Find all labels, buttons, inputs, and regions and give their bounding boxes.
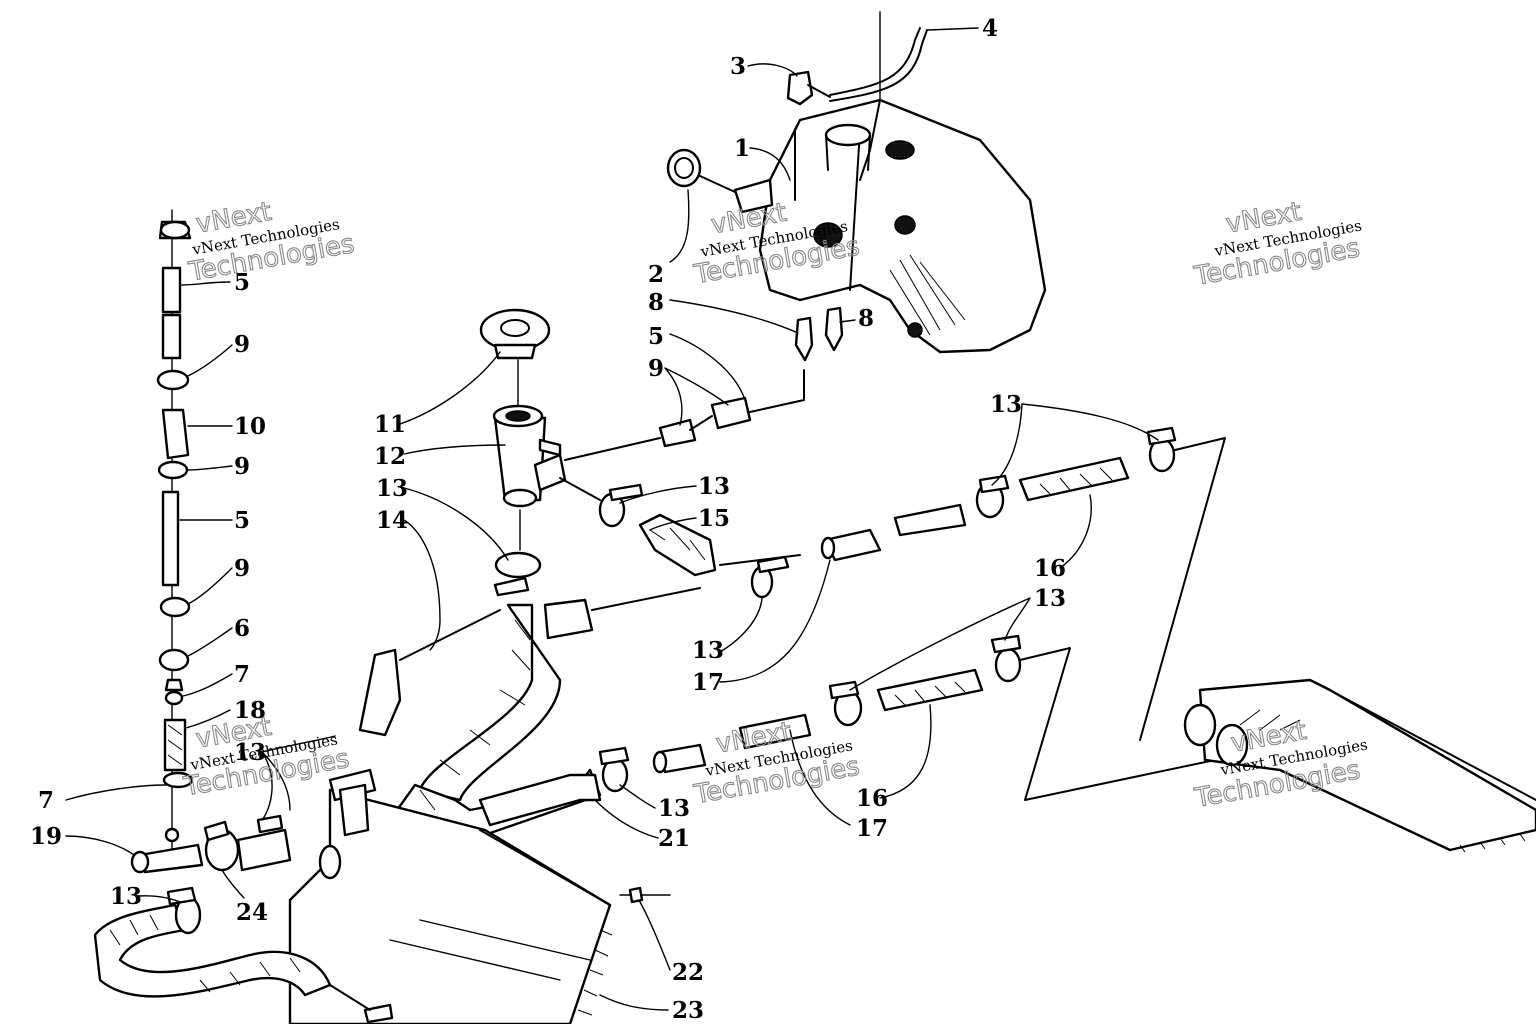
callout-label: 12 (374, 443, 406, 470)
callout-label: 11 (374, 411, 406, 438)
callout-label: 17 (692, 669, 724, 696)
callout-label: 9 (648, 355, 664, 382)
radiator-cap (479, 308, 551, 360)
callout-label: 22 (672, 959, 704, 986)
radiator-hose-14 (358, 587, 701, 842)
callout-label: 5 (234, 269, 250, 296)
clamp-13-tee (493, 551, 542, 597)
bottle-cap (666, 148, 774, 214)
callout-label: 9 (234, 555, 250, 582)
callout-labels: 4 3 1 2 8 8 5 9 11 12 13 14 13 15 13 17 … (30, 15, 1066, 1024)
callout-label: 15 (698, 505, 730, 532)
callout-label: 8 (648, 289, 664, 316)
callout-label: 7 (234, 661, 250, 688)
vent-hose (786, 11, 928, 106)
callout-label: 3 (730, 53, 746, 80)
watermark-bottom-center: vNext vNext Technologies Technologies (691, 716, 863, 811)
upper-hose-run (559, 426, 1226, 741)
watermark-top-left: vNext vNext Technologies Technologies (185, 196, 357, 288)
radiator (288, 768, 671, 1024)
callout-label: 13 (110, 883, 142, 910)
callout-label: 13 (692, 637, 724, 664)
callout-label: 2 (648, 261, 664, 288)
callout-label: 13 (990, 391, 1022, 418)
callout-label: 13 (658, 795, 690, 822)
callout-label: 23 (672, 997, 704, 1024)
leader-lines (65, 27, 1159, 1011)
callout-label: 18 (234, 697, 266, 724)
callout-label: 16 (856, 785, 888, 812)
callout-label: 13 (234, 739, 266, 766)
callout-label: 9 (234, 331, 250, 358)
callout-label: 6 (234, 615, 250, 642)
lower-hose-run (478, 634, 1216, 827)
callout-label: 13 (376, 475, 408, 502)
callout-label: 10 (234, 413, 266, 440)
callout-label: 17 (856, 815, 888, 842)
callout-label: 4 (982, 15, 998, 42)
callout-label: 24 (236, 899, 268, 926)
callout-label: 16 (1034, 555, 1066, 582)
fitting-8 (794, 306, 844, 362)
callout-label: 9 (234, 453, 250, 480)
left-fitting-stack (156, 209, 194, 861)
callout-label: 5 (234, 507, 250, 534)
callout-label: 7 (38, 787, 54, 814)
overflow-bottle (758, 98, 1047, 354)
filler-neck-tee (492, 404, 567, 508)
callout-label: 21 (658, 825, 690, 852)
callout-label: 5 (648, 323, 664, 350)
bottle-to-tee-hose (564, 369, 805, 461)
callout-label: 1 (734, 135, 750, 162)
lower-left-fittings (93, 814, 394, 1024)
callout-label: 8 (858, 305, 874, 332)
callout-label: 19 (30, 823, 62, 850)
heat-exchanger (1183, 678, 1536, 853)
callout-label: 13 (1034, 585, 1066, 612)
callout-label: 14 (376, 507, 408, 534)
watermark-top-right: vNext vNext Technologies Technologies (1191, 196, 1363, 292)
callout-label: 13 (698, 473, 730, 500)
